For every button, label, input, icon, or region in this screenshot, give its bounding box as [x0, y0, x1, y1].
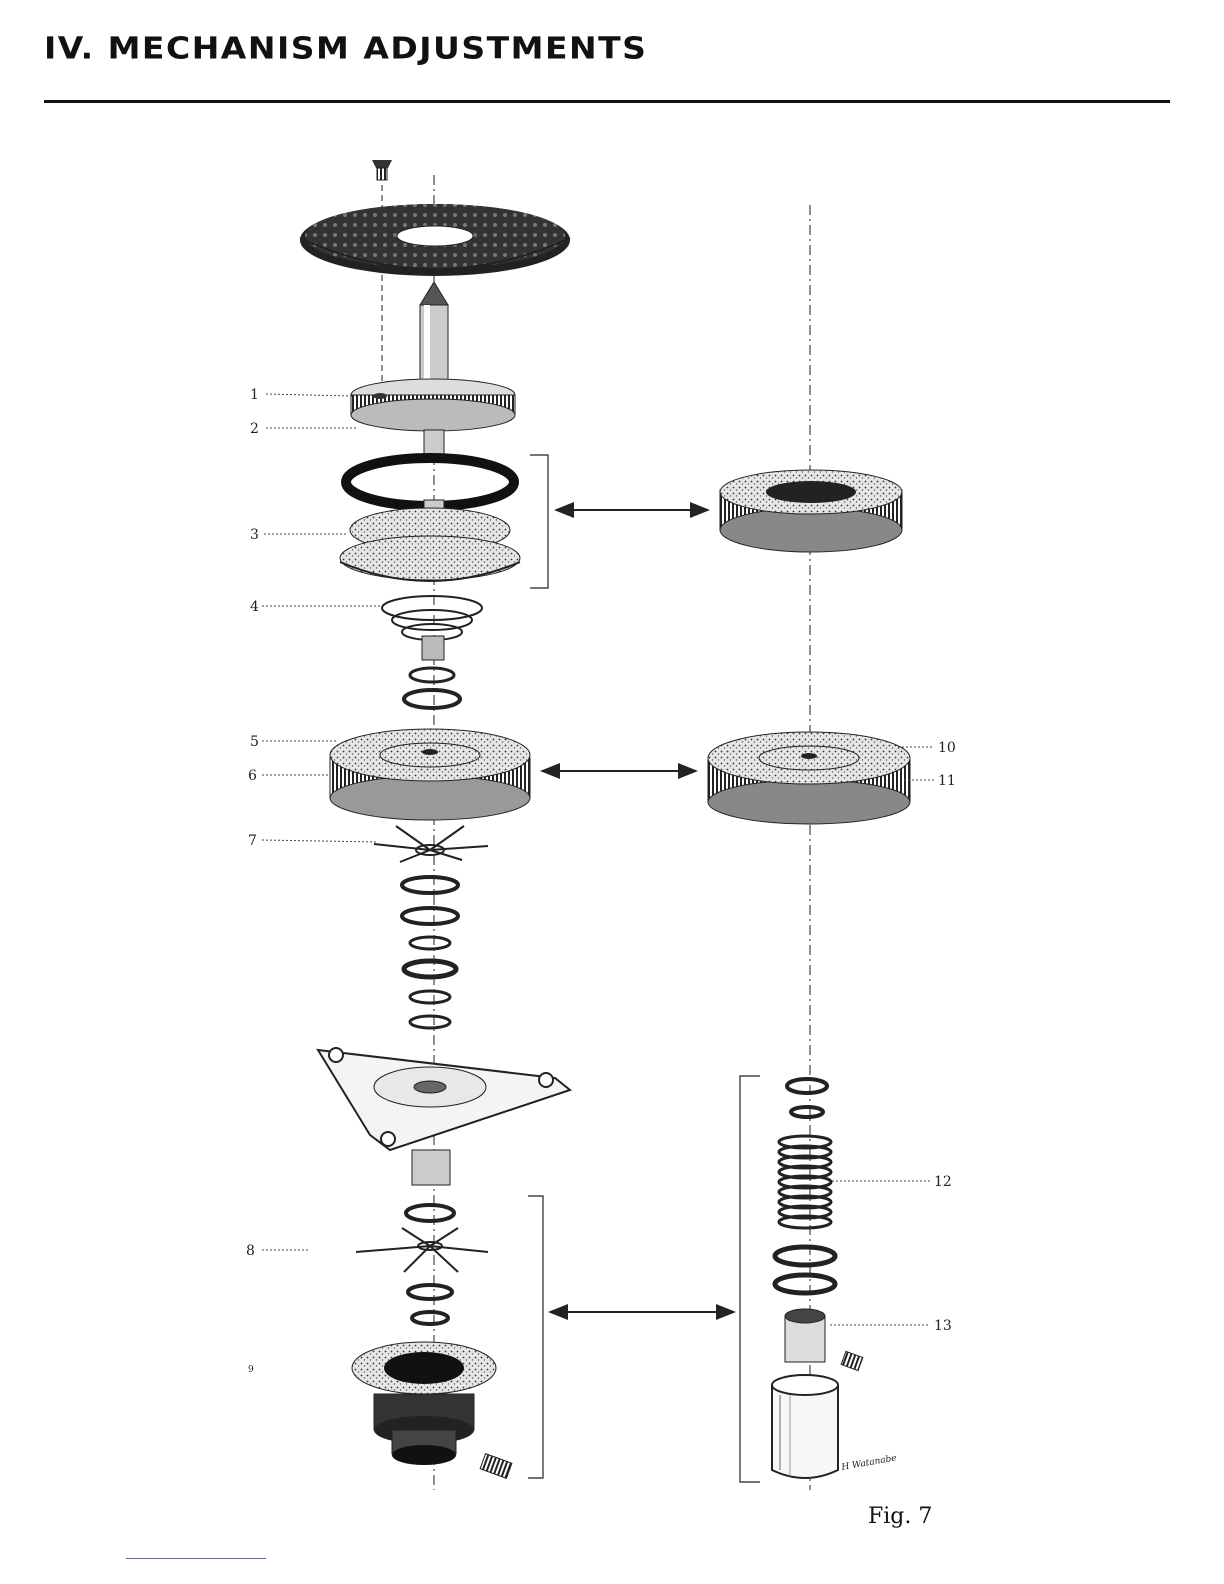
callout-8: 8 [246, 1243, 255, 1259]
right-lower-assembly [772, 1079, 863, 1478]
callout-6: 6 [248, 768, 257, 784]
lower-clutch-parts [352, 1205, 512, 1478]
artist-signature: H Watanabe [840, 1453, 898, 1473]
callout-10: 10 [938, 740, 956, 756]
top-screw [372, 160, 392, 180]
callout-7: 7 [248, 833, 257, 849]
idler-ring-assembly [340, 458, 520, 581]
main-felt-wheel [330, 729, 530, 820]
callout-3: 3 [250, 527, 259, 543]
upper-washers [404, 668, 460, 708]
footer-line [126, 1558, 266, 1559]
callout-1: 1 [250, 387, 259, 403]
callout-11: 11 [938, 773, 956, 789]
callout-5: 5 [250, 734, 259, 750]
callout-2: 2 [250, 421, 259, 437]
callout-12: 12 [934, 1174, 952, 1190]
star-clip-upper [374, 826, 488, 862]
right-felt-wheel [708, 732, 910, 824]
callout-9: 9 [248, 1365, 254, 1375]
callout-13: 13 [934, 1318, 952, 1334]
spindle-gear [351, 282, 515, 460]
right-felt-ring [720, 470, 902, 552]
callout-4: 4 [250, 599, 259, 615]
triangular-bracket [318, 1048, 570, 1185]
figure-caption: Fig. 7 [868, 1504, 932, 1529]
spring-assembly [382, 596, 482, 660]
turntable-disc [300, 204, 570, 276]
washer-stack [402, 877, 458, 1028]
